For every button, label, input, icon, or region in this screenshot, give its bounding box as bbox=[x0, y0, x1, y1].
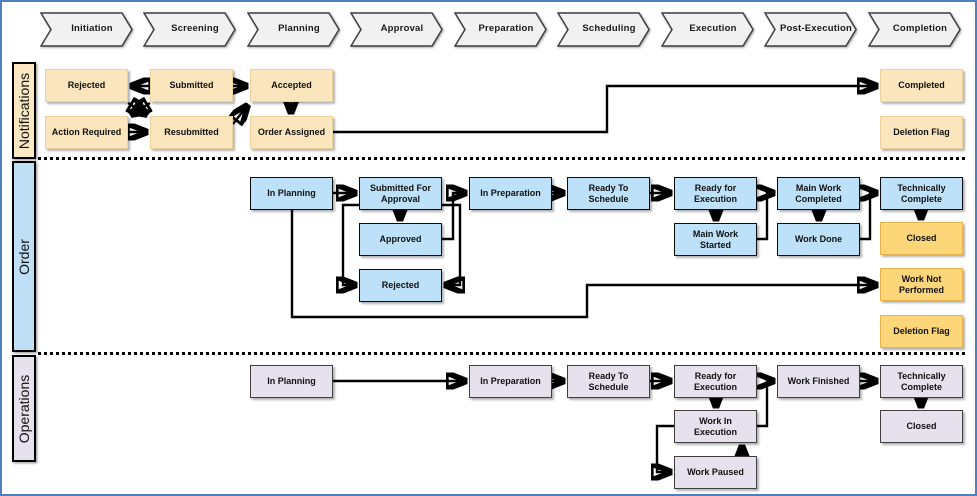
phase-chevron-screening: Screening bbox=[143, 12, 237, 47]
state-notif-rejected: Rejected bbox=[45, 69, 128, 102]
phase-chevron-post-execution: Post-Execution bbox=[764, 12, 858, 47]
phase-label: Scheduling bbox=[582, 23, 636, 34]
state-order-closed: Closed bbox=[880, 222, 963, 255]
state-order-submitted-for-approval: Submitted For Approval bbox=[359, 177, 442, 210]
state-order-in-preparation: In Preparation bbox=[469, 177, 552, 210]
state-order-ready-to-schedule: Ready To Schedule bbox=[567, 177, 650, 210]
phase-chevron-completion: Completion bbox=[868, 12, 962, 47]
lane-separator bbox=[38, 157, 967, 160]
state-ops-closed: Closed bbox=[880, 410, 963, 443]
phase-label: Approval bbox=[380, 23, 424, 34]
phase-label: Initiation bbox=[71, 23, 113, 34]
state-notif-accepted: Accepted bbox=[250, 69, 333, 102]
state-ops-work-finished: Work Finished bbox=[777, 365, 860, 398]
phase-chevron-planning: Planning bbox=[247, 12, 341, 47]
phase-chevron-preparation: Preparation bbox=[454, 12, 548, 47]
state-order-deletion-flag: Deletion Flag bbox=[880, 315, 963, 348]
state-notif-submitted: Submitted bbox=[150, 69, 233, 102]
state-order-in-planning: In Planning bbox=[250, 177, 333, 210]
state-order-approved: Approved bbox=[359, 223, 442, 256]
phase-label: Preparation bbox=[478, 23, 534, 34]
state-order-technically-complete: Technically Complete bbox=[880, 177, 963, 210]
phase-chevron-initiation: Initiation bbox=[40, 12, 134, 47]
state-notif-deletion-flag: Deletion Flag bbox=[880, 116, 963, 149]
lane-label-operations: Operations bbox=[12, 355, 36, 462]
state-ops-technically-complete: Technically Complete bbox=[880, 365, 963, 398]
phase-label: Planning bbox=[278, 23, 320, 34]
state-notif-resubmitted: Resubmitted bbox=[150, 116, 233, 149]
phase-label: Post-Execution bbox=[780, 23, 852, 34]
lane-separator bbox=[38, 352, 967, 355]
state-ops-ready-for-execution: Ready for Execution bbox=[674, 365, 757, 398]
phase-chevron-execution: Execution bbox=[661, 12, 755, 47]
phase-label: Screening bbox=[171, 23, 219, 34]
state-notif-order-assigned: Order Assigned bbox=[250, 116, 333, 149]
state-order-ready-for-execution: Ready for Execution bbox=[674, 177, 757, 210]
state-ops-in-preparation: In Preparation bbox=[469, 365, 552, 398]
phase-chevron-scheduling: Scheduling bbox=[557, 12, 651, 47]
state-order-work-not-performed: Work Not Performed bbox=[880, 268, 963, 301]
state-ops-work-paused: Work Paused bbox=[674, 456, 757, 489]
state-order-main-work-completed: Main Work Completed bbox=[777, 177, 860, 210]
state-ops-work-in-execution: Work In Execution bbox=[674, 410, 757, 443]
state-order-main-work-started: Main Work Started bbox=[674, 223, 757, 256]
state-order-work-done: Work Done bbox=[777, 223, 860, 256]
lane-label-order: Order bbox=[12, 161, 36, 352]
state-ops-ready-to-schedule: Ready To Schedule bbox=[567, 365, 650, 398]
phase-chevron-approval: Approval bbox=[350, 12, 444, 47]
phase-label: Completion bbox=[892, 23, 948, 34]
state-ops-in-planning: In Planning bbox=[250, 365, 333, 398]
state-notif-completed: Completed bbox=[880, 69, 963, 102]
phase-label: Execution bbox=[689, 23, 737, 34]
state-notif-action-required: Action Required bbox=[45, 116, 128, 149]
lane-label-notifications: Notifications bbox=[12, 62, 36, 159]
state-order-rejected: Rejected bbox=[359, 269, 442, 302]
